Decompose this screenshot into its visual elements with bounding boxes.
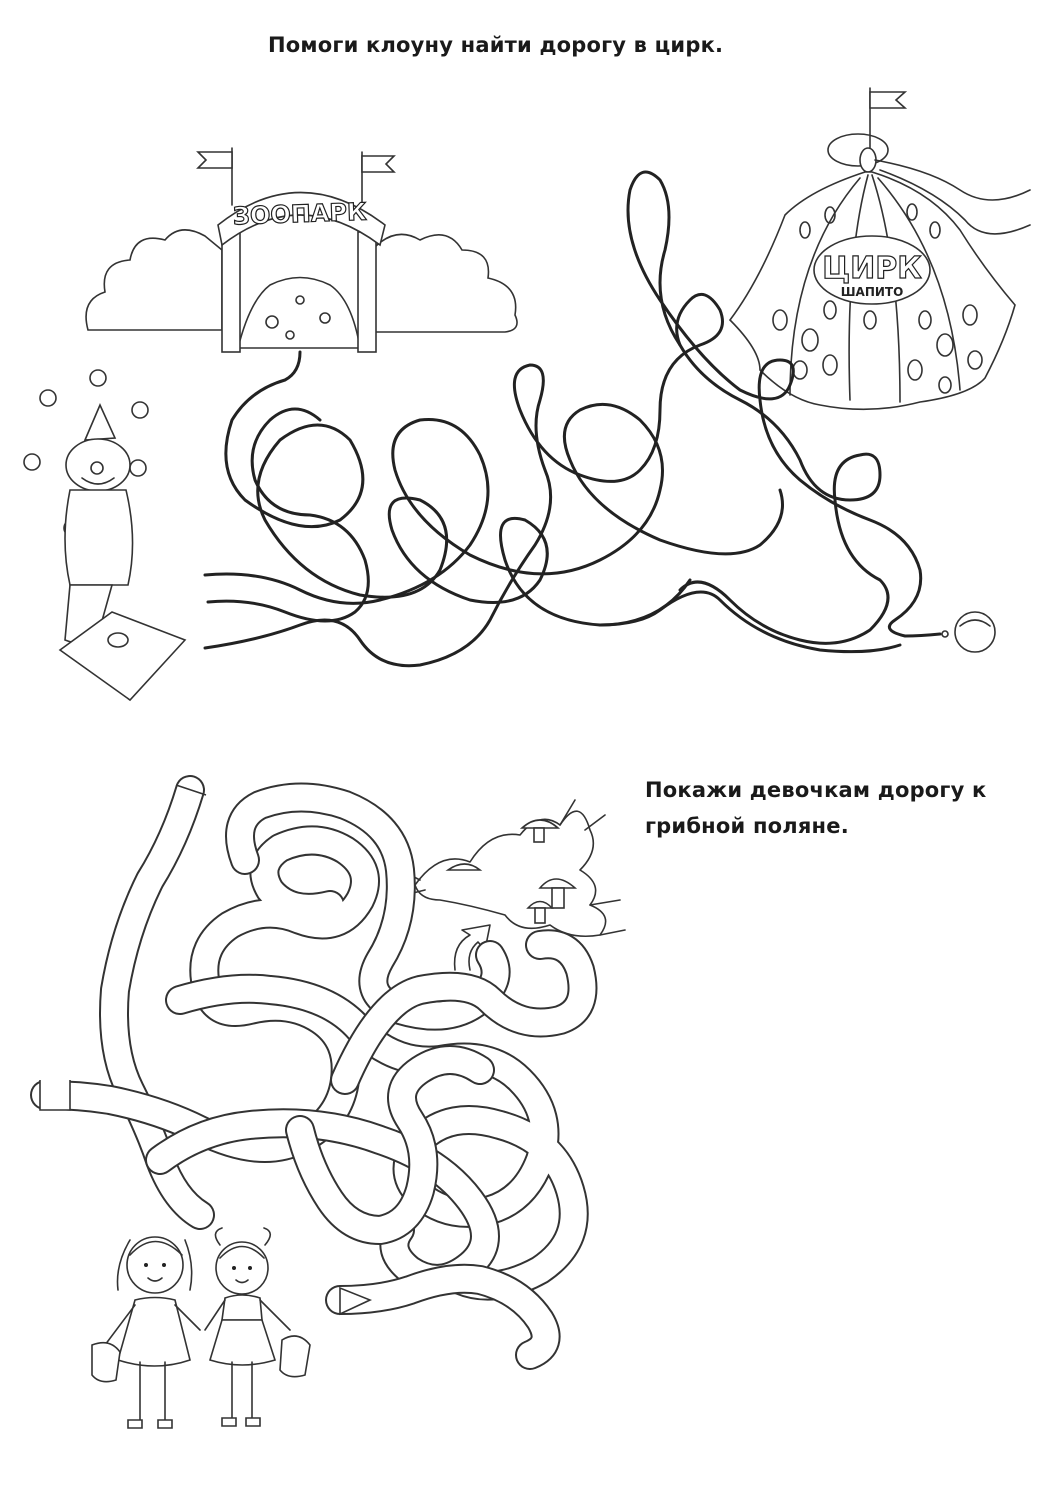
maze-end-cap bbox=[39, 1080, 71, 1111]
maze-track bbox=[327, 1265, 559, 1368]
girls-icon bbox=[91, 1227, 311, 1429]
circus-sign-sub: ШАПИТО bbox=[841, 285, 904, 299]
puzzle2-instruction: Покажи девочкам дорогу к грибной поляне. bbox=[645, 772, 986, 844]
circus-tent-icon: ЦИРК ШАПИТО bbox=[728, 87, 1031, 411]
puzzle2-instruction-line1: Покажи девочкам дорогу к bbox=[645, 778, 987, 802]
clown-icon bbox=[23, 369, 187, 702]
maze-end-cap bbox=[339, 1286, 373, 1316]
maze-end-cap bbox=[175, 784, 207, 796]
maze-track bbox=[332, 931, 596, 1093]
zoo-gate-icon: ЗООПАРК bbox=[85, 147, 518, 353]
maze-track bbox=[287, 1047, 493, 1243]
arrow-icon bbox=[453, 924, 491, 971]
circus-sign-main: ЦИРК bbox=[822, 251, 922, 286]
ball-icon bbox=[954, 611, 996, 653]
maze-track bbox=[227, 784, 509, 1029]
puzzle1-instruction: Помоги клоуну найти дорогу в цирк. bbox=[268, 33, 724, 57]
tangled-lines bbox=[203, 170, 949, 668]
puzzle2-instruction-line2: грибной поляне. bbox=[645, 814, 849, 838]
zoo-sign-label: ЗООПАРК bbox=[232, 198, 367, 231]
mushrooms-icon bbox=[399, 799, 626, 938]
maze-paths bbox=[30, 775, 598, 1370]
